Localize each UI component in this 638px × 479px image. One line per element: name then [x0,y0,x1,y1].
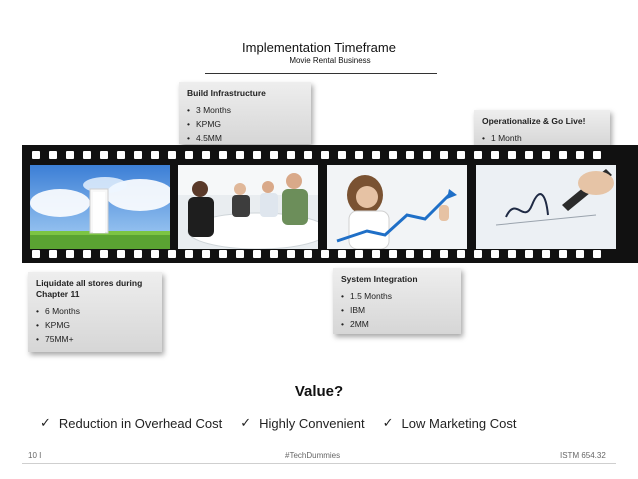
benefit-label: Reduction in Overhead Cost [58,415,223,431]
frame-sky-door-image [30,165,170,249]
film-strip [22,145,638,263]
check-mark-icon: ✓ [382,415,394,430]
callout-title: Liquidate all stores during Chapter 11 [36,278,143,299]
slide-subtitle: Movie Rental Business [289,56,371,65]
callout-list: 1.5 Months IBM 2MM [341,289,453,331]
frame-signature-image [476,165,616,249]
list-item: 3 Months [187,103,303,117]
title-divider [205,73,437,74]
callout-liquidate-stores: Liquidate all stores during Chapter 11 6… [28,272,162,352]
list-item: 1 Month [482,131,602,145]
list-item: 6 Months [36,304,154,318]
footer-course: ISTM 654.32 [560,451,606,460]
slide-title: Implementation Timeframe [242,40,396,55]
callout-title: Operationalize & Go Live! [482,116,586,126]
film-holes-top [32,151,601,159]
footer-divider [22,463,616,464]
benefit-label: Highly Convenient [259,415,365,431]
benefit-item: ✓ Low Marketing Cost [383,415,517,431]
benefits-row: ✓ Reduction in Overhead Cost ✓ Highly Co… [40,415,534,431]
page-number: 10 I [28,451,42,460]
callout-title: System Integration [341,274,418,284]
film-holes-bottom [32,250,601,258]
frame-meeting-image [178,165,318,249]
benefit-label: Low Marketing Cost [401,415,517,431]
list-item: IBM [341,303,453,317]
callout-list: 1 Month [482,131,602,145]
callout-list: 3 Months KPMG 4.5MM [187,103,303,145]
list-item: KPMG [187,117,303,131]
list-item: 1.5 Months [341,289,453,303]
list-item: 75MM+ [36,332,154,346]
benefit-item: ✓ Highly Convenient [240,415,364,431]
callout-list: 6 Months KPMG 75MM+ [36,304,154,346]
list-item: KPMG [36,318,154,332]
check-mark-icon: ✓ [40,415,51,430]
value-heading: Value? [294,383,344,400]
frame-growth-chart-image [327,165,467,249]
check-mark-icon: ✓ [240,415,252,430]
benefit-item: ✓ Reduction in Overhead Cost [40,415,222,431]
callout-title: Build Infrastructure [187,88,266,98]
footer-hashtag: #TechDummies [285,451,341,460]
callout-operationalize: Operationalize & Go Live! 1 Month [474,110,610,146]
list-item: 2MM [341,317,453,331]
callout-system-integration: System Integration 1.5 Months IBM 2MM [333,268,461,334]
list-item: 4.5MM [187,131,303,145]
callout-build-infrastructure: Build Infrastructure 3 Months KPMG 4.5MM [179,82,311,144]
